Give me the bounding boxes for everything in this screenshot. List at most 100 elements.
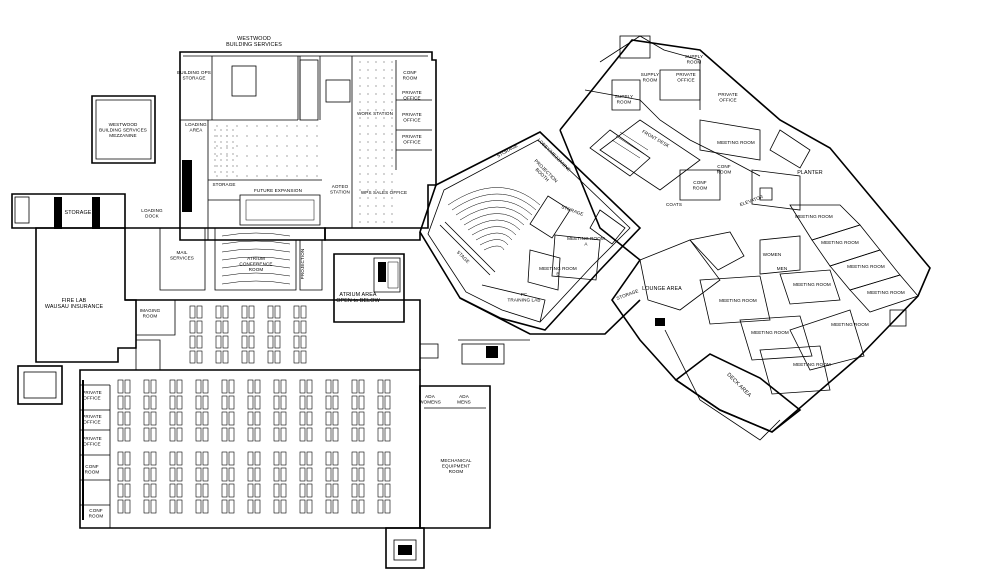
floor-dot xyxy=(246,135,248,137)
cubicle-desk xyxy=(351,499,358,514)
label-meeting-room-e9: MEETING ROOM xyxy=(831,322,869,327)
floor-dot xyxy=(246,125,248,127)
cubicle-desk xyxy=(202,467,209,482)
cubicle-desk xyxy=(358,483,365,498)
floor-dot xyxy=(367,77,369,79)
cubicle-desk xyxy=(124,395,131,410)
cubicle-desk xyxy=(267,320,274,334)
cubicle-desk xyxy=(248,335,255,349)
cubicle-desk xyxy=(299,411,306,426)
cubicle-desk xyxy=(222,350,229,364)
east-wing xyxy=(559,35,931,441)
floor-dot xyxy=(367,93,369,95)
cubicle-desk xyxy=(254,395,261,410)
cubicle-desk xyxy=(274,350,281,364)
floor-dot xyxy=(391,125,393,127)
floor-dot xyxy=(246,155,248,157)
floor-dot xyxy=(286,165,288,167)
cubicle-desk xyxy=(325,379,332,394)
floor-dot xyxy=(359,133,361,135)
cubicle-desk xyxy=(358,395,365,410)
label-storage-top: STORAGE xyxy=(212,182,235,187)
floor-dot xyxy=(375,125,377,127)
cubicle-desk xyxy=(169,427,176,442)
cubicle-desk xyxy=(267,335,274,349)
floor-dot xyxy=(296,175,298,177)
cubicle-desk xyxy=(299,451,306,466)
floor-dot xyxy=(367,85,369,87)
cubicle-desk xyxy=(195,395,202,410)
cubicle-desk xyxy=(273,411,280,426)
floor-dot xyxy=(383,181,385,183)
floor-dot xyxy=(306,135,308,137)
floor-dot xyxy=(316,155,318,157)
cubicle-desk xyxy=(384,411,391,426)
cubicle-desk xyxy=(248,320,255,334)
floor-dot xyxy=(216,165,218,167)
floor-dot xyxy=(226,153,228,155)
floor-dot xyxy=(266,135,268,137)
cubicle-desk xyxy=(325,499,332,514)
cubicle-desk xyxy=(241,305,248,319)
floor-dot xyxy=(266,145,268,147)
cubicle-desk xyxy=(247,451,254,466)
cubicle-desk xyxy=(228,499,235,514)
cubicle-desk xyxy=(221,499,228,514)
cubicle-desk xyxy=(117,499,124,514)
floor-dot xyxy=(359,117,361,119)
floor-dot xyxy=(367,197,369,199)
floor-dot xyxy=(236,175,238,177)
floor-dot xyxy=(359,189,361,191)
cubicle-desk xyxy=(254,427,261,442)
cubicle-desk xyxy=(254,467,261,482)
label-meeting-room-e7: MEETING ROOM xyxy=(719,298,757,303)
floor-dot xyxy=(375,69,377,71)
label-future-expansion: FUTURE EXPANSION xyxy=(254,188,302,193)
cubicle-desk xyxy=(150,379,157,394)
cubicle-desk xyxy=(325,411,332,426)
floor-dot xyxy=(286,135,288,137)
floor-dot xyxy=(220,135,222,137)
auditorium-wing xyxy=(419,131,642,365)
cubicle-desk xyxy=(293,305,300,319)
floor-dot xyxy=(306,125,308,127)
cubicle-desk xyxy=(117,483,124,498)
floor-dot xyxy=(375,221,377,223)
floor-dot xyxy=(236,155,238,157)
cubicle-desk xyxy=(273,451,280,466)
floor-texture xyxy=(214,61,393,223)
cubicle-desk xyxy=(169,467,176,482)
floor-dot xyxy=(232,135,234,137)
cubicle-desk xyxy=(150,411,157,426)
cubicle-desk xyxy=(254,483,261,498)
cubicle-desk xyxy=(293,320,300,334)
cubicle-desk xyxy=(306,411,313,426)
cubicle-desk xyxy=(117,427,124,442)
cubicle-desk xyxy=(247,499,254,514)
floor-dot xyxy=(375,197,377,199)
cubicle-desk xyxy=(117,451,124,466)
label-wps-sales: WPS SALES OFFICE xyxy=(361,190,407,195)
floor-dot xyxy=(226,147,228,149)
cubicle-desk xyxy=(202,411,209,426)
cubicle-desk xyxy=(351,451,358,466)
cubicle-desk xyxy=(306,499,313,514)
floor-dot xyxy=(391,157,393,159)
cubicle-desk xyxy=(221,427,228,442)
cubicle-desk xyxy=(117,379,124,394)
floor-dot xyxy=(359,125,361,127)
label-meeting-room-e10: MEETING ROOM xyxy=(793,362,831,367)
floor-dot xyxy=(296,165,298,167)
cubicle-desk xyxy=(150,499,157,514)
floor-dot xyxy=(367,61,369,63)
